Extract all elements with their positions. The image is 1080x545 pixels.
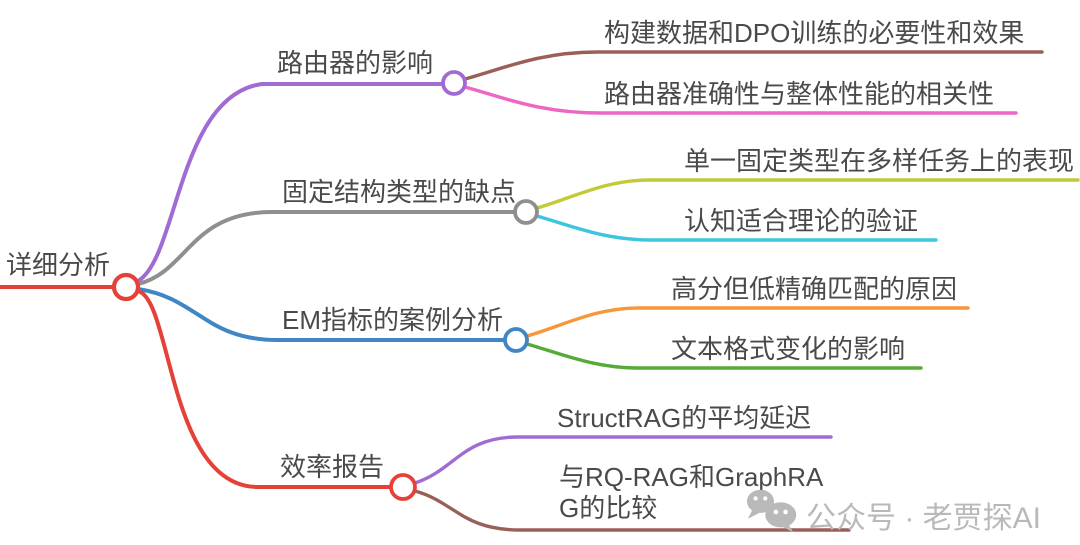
root-label[interactable]: 详细分析	[6, 250, 111, 280]
connector-child-structrag-latency	[413, 435, 833, 485]
connector-child-single-fixed-type	[535, 178, 1080, 210]
child-router-accuracy-label[interactable]: 路由器准确性与整体性能的相关性	[604, 79, 995, 109]
connector-child-high-score-low-em	[525, 306, 970, 338]
connector-child-cognitive-fit	[535, 214, 938, 242]
child-rqrag-graphrag-label[interactable]: 与RQ-RAG和GraphRAG的比较	[559, 462, 824, 523]
child-high-score-low-em-label[interactable]: 高分但低精确匹配的原因	[671, 274, 958, 304]
connector-child-text-format	[525, 342, 923, 370]
child-text-format-label[interactable]: 文本格式变化的影响	[671, 334, 906, 364]
connector-branch-fixed-structure	[136, 210, 517, 286]
child-single-fixed-type-label[interactable]: 单一固定类型在多样任务上的表现	[684, 146, 1075, 176]
connector-branch-router	[136, 82, 445, 283]
child-cognitive-fit-label[interactable]: 认知适合理论的验证	[684, 206, 919, 236]
root-node-circle[interactable]	[111, 272, 141, 302]
connector-child-router-accuracy	[463, 85, 1018, 115]
branch-em-metric-node-circle[interactable]	[503, 327, 529, 353]
connector-child-rqrag-graphrag	[413, 489, 851, 532]
connector-child-dpo-training	[463, 50, 1044, 81]
branch-efficiency-node-circle[interactable]	[389, 473, 417, 501]
connector-branch-em-metric	[136, 287, 507, 342]
child-structrag-latency-label[interactable]: StructRAG的平均延迟	[557, 403, 812, 433]
branch-fixed-structure-node-circle[interactable]	[513, 199, 539, 225]
watermark-text: 公众号 · 老贾探AI	[806, 502, 1042, 535]
branch-efficiency-label[interactable]: 效率报告	[280, 452, 385, 482]
branch-router-label[interactable]: 路由器的影响	[277, 48, 434, 78]
branch-em-metric-label[interactable]: EM指标的案例分析	[282, 305, 504, 335]
connector-branch-efficiency	[136, 289, 393, 489]
child-dpo-training-label[interactable]: 构建数据和DPO训练的必要性和效果	[604, 18, 1025, 48]
branch-router-node-circle[interactable]	[441, 70, 467, 96]
branch-fixed-structure-label[interactable]: 固定结构类型的缺点	[282, 177, 517, 207]
